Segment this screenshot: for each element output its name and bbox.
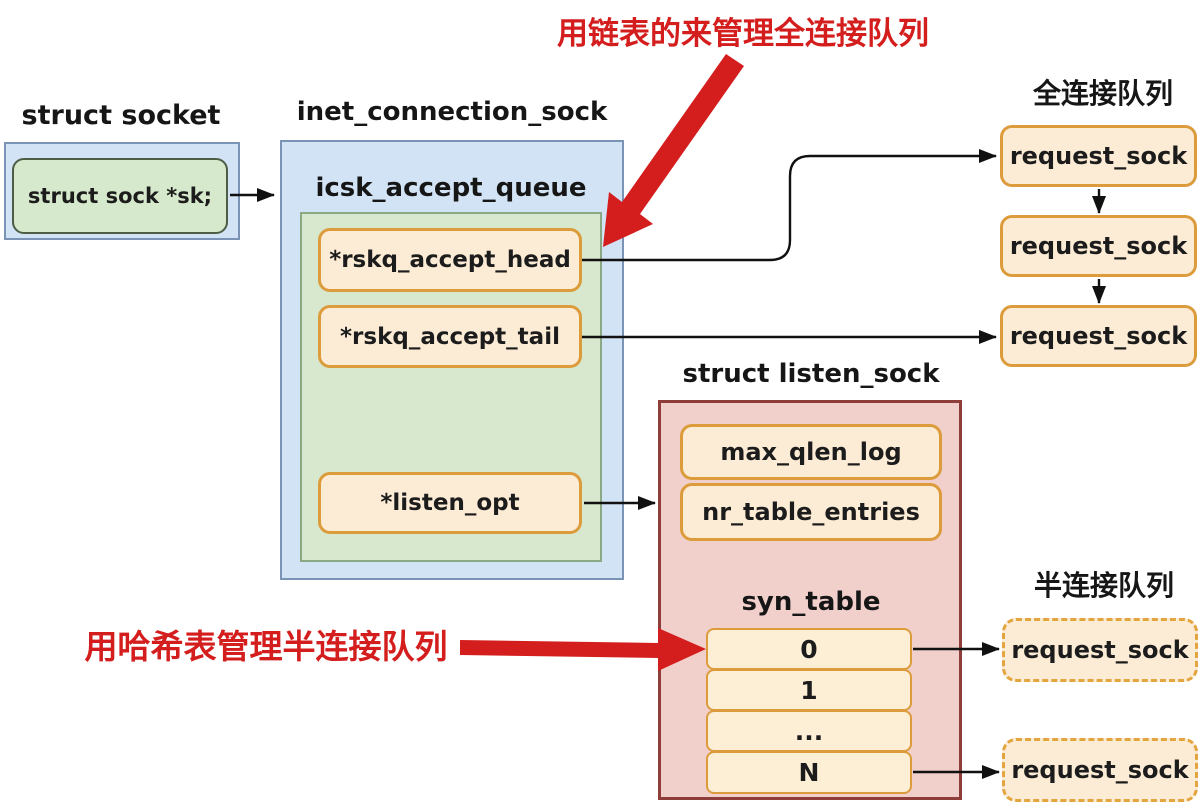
inet-connection-sock-title: inet_connection_sock [296, 97, 608, 127]
annotation-full-queue-note: 用链表的来管理全连接队列 [557, 16, 929, 52]
field-listen-opt: *listen_opt [318, 472, 582, 534]
icsk-accept-queue-label: icsk_accept_queue [315, 173, 587, 203]
syn-table-slot-0: 0 [706, 628, 912, 670]
field-rskq-accept-tail: *rskq_accept_tail [318, 305, 582, 368]
arrow-head-to-request1 [582, 149, 997, 262]
half-queue-request-sock-1: request_sock [1002, 618, 1198, 682]
syn-table-slot-1: 1 [706, 669, 912, 711]
struct-listen-sock-title: struct listen_sock [682, 359, 940, 389]
field-max-qlen-log: max_qlen_log [680, 424, 942, 480]
full-queue-request-sock-2: request_sock [1000, 215, 1197, 277]
full-queue-request-sock-3: request_sock [1000, 305, 1197, 367]
full-connection-queue-title: 全连接队列 [1032, 77, 1173, 110]
red-arrow-full-queue-note [603, 54, 744, 247]
sock-pointer-field: struct sock *sk; [12, 158, 228, 234]
syn-table-slot-n: N [706, 751, 912, 794]
field-rskq-accept-head: *rskq_accept_head [318, 228, 582, 292]
syn-table-slot-ellipsis: ... [706, 710, 912, 752]
half-connection-queue-title: 半连接队列 [1033, 569, 1174, 602]
field-nr-table-entries: nr_table_entries [680, 483, 942, 541]
full-queue-request-sock-1: request_sock [1000, 125, 1197, 187]
syn-table-label: syn_table [741, 587, 881, 617]
struct-socket-title: struct socket [21, 100, 221, 131]
annotation-half-queue-note: 用哈希表管理半连接队列 [84, 627, 448, 666]
half-queue-request-sock-2: request_sock [1002, 738, 1198, 802]
